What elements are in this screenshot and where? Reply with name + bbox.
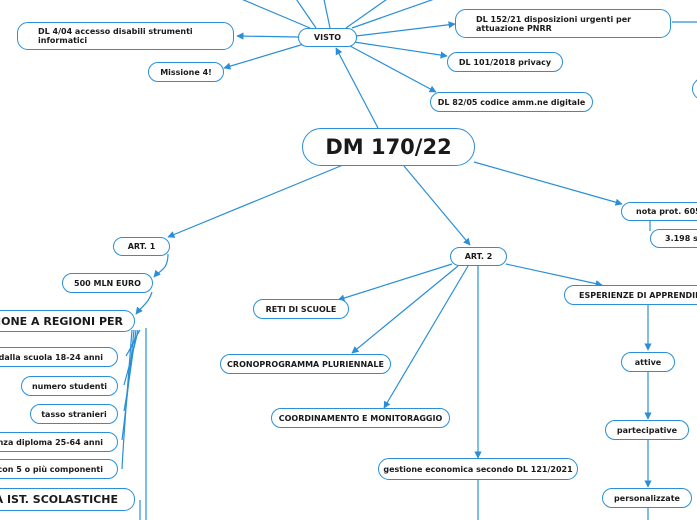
art-1-node[interactable]: ART. 1 [113,237,170,256]
criterio-senza-diploma-node[interactable]: senza diploma 25-64 anni [0,432,118,452]
ist-scolastiche-node[interactable]: A IST. SCOLASTICHE [0,488,135,511]
ripartizione-regioni-node[interactable]: UZIONE A REGIONI PER [0,310,135,332]
criterio-tasso-stranieri-node[interactable]: tasso stranieri [30,404,118,424]
criterio-abbandono-node[interactable]: ce dalla scuola 18-24 anni [0,347,118,367]
dl-4-04-node[interactable]: DL 4/04 accesso disabili strumenti infor… [17,22,234,50]
visto-node[interactable]: VISTO [298,28,357,47]
dl-82-05-node[interactable]: DL 82/05 codice amm.ne digitale [430,92,593,112]
coordinamento-node[interactable]: COORDINAMENTO E MONITORAGGIO [271,408,450,428]
partecipative-node[interactable]: partecipative [605,420,689,440]
root-node[interactable]: DM 170/22 [302,128,475,166]
nota-prot-node[interactable]: nota prot. 6058 [621,202,697,221]
attive-node[interactable]: attive [621,352,675,372]
reti-di-scuole-node[interactable]: RETI DI SCUOLE [253,299,349,319]
esperienze-apprendimento-node[interactable]: ESPERIENZE DI APPRENDIME [564,285,697,305]
criterio-numero-studenti-node[interactable]: numero studenti [21,376,118,396]
personalizzate-node[interactable]: personalizzate [602,488,692,508]
cronoprogramma-node[interactable]: CRONOPROGRAMMA PLURIENNALE [220,354,391,374]
dl-152-21-node[interactable]: DL 152/21 disposizioni urgenti per attua… [455,9,671,38]
criterio-famiglie-node[interactable]: ile con 5 o più componenti [0,459,118,479]
gestione-economica-node[interactable]: gestione economica secondo DL 121/2021 [378,458,578,480]
fondi-500-mln-node[interactable]: 500 MLN EURO [62,273,153,293]
dl-101-2018-node[interactable]: DL 101/2018 privacy [447,52,563,72]
missione-4-node[interactable]: Missione 4! [148,62,224,82]
art-2-node[interactable]: ART. 2 [450,247,507,266]
scuole-count-node[interactable]: 3.198 sc [650,229,697,248]
